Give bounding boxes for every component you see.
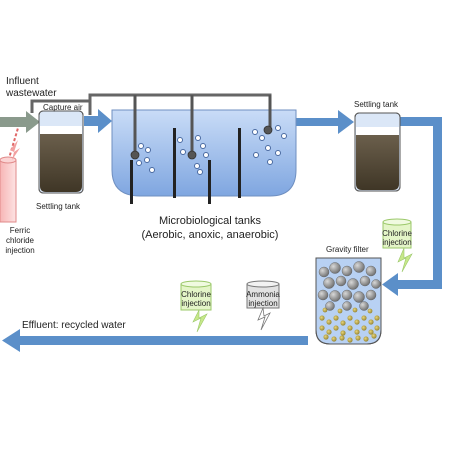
micro-tanks-title: Microbiological tanks <box>158 215 262 227</box>
ammonia-label-line1: Ammonia <box>246 290 280 299</box>
filter-rocks <box>317 261 381 311</box>
flow-arrow-to-settling <box>292 110 354 134</box>
chlorine-left-label-line2: injection <box>181 299 211 308</box>
flow-pipe-right-down <box>433 117 442 289</box>
air-bubbles <box>136 125 287 175</box>
ferric-chloride-tank <box>0 140 20 223</box>
settling-tank-left-label: Settling tank <box>36 202 81 211</box>
diffusers <box>130 125 273 160</box>
flow-pipe-right-top <box>400 117 442 126</box>
effluent-arrow <box>2 329 308 352</box>
chlorine-tank-right <box>382 218 413 273</box>
gravity-filter-label: Gravity filter <box>326 245 369 254</box>
gravity-filter <box>315 257 382 345</box>
chlorine-left-label-line1: Chlorine <box>181 290 211 299</box>
influent-arrow <box>0 111 40 133</box>
ammonia-label-line2: injection <box>248 299 278 308</box>
influent-label-line1: Influent <box>6 76 39 87</box>
tank-baffles <box>130 128 241 204</box>
settling-tank-right <box>354 112 401 192</box>
influent-label-line2: wastewater <box>6 88 57 99</box>
flow-arrow-to-micro <box>84 109 112 133</box>
micro-tanks-subtitle: (Aerobic, anoxic, anaerobic) <box>141 229 279 241</box>
ferric-label-line2: chloride <box>5 236 34 245</box>
chlorine-right-label-line1: Chlorine <box>382 229 412 238</box>
ammonia-tank <box>246 280 280 331</box>
flow-arrow-to-filter <box>382 273 398 296</box>
effluent-label: Effluent: recycled water <box>22 320 126 331</box>
chlorine-right-label-line2: injection <box>382 238 412 247</box>
microbiological-tank <box>111 95 297 204</box>
chlorine-tank-left <box>180 280 212 333</box>
flow-pipe-to-filter <box>395 280 442 289</box>
filter-grains <box>319 307 380 343</box>
ferric-label-line1: Ferric <box>9 226 31 235</box>
air-drop-pipes <box>133 95 272 152</box>
capture-air-label: Capture air <box>43 103 83 112</box>
settling-tank-left <box>38 110 84 194</box>
settling-tank-right-label: Settling tank <box>354 100 399 109</box>
ferric-label-line3: injection <box>5 246 35 255</box>
